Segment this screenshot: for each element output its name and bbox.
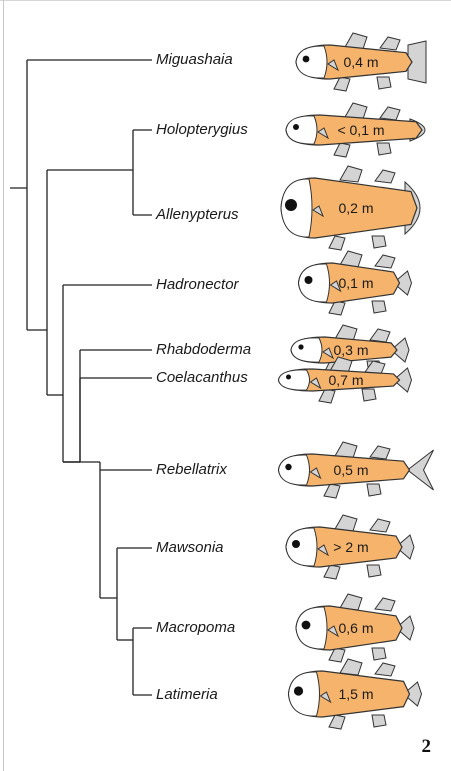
fish-size-label: > 2 m — [333, 539, 368, 555]
fish-eye-icon — [285, 199, 297, 211]
dorsal-fin-icon — [375, 170, 395, 183]
fish-size-label: < 0,1 m — [337, 122, 384, 138]
pelvic-fin-icon — [329, 236, 345, 250]
fish-eye-icon — [305, 276, 313, 284]
dorsal-fin-icon — [380, 37, 400, 50]
fish-eye-icon — [302, 621, 311, 630]
fish-coelacanthus: 0,7 m — [279, 357, 412, 403]
fish-head-icon — [279, 455, 310, 485]
dorsal-fin-icon — [380, 107, 400, 120]
fish-eye-icon — [293, 124, 299, 130]
fish-eye-icon — [292, 540, 300, 548]
panel-label: 2 — [422, 736, 432, 758]
fish-size-label: 0,5 m — [333, 462, 368, 478]
fish-size-label: 0,7 m — [328, 372, 363, 388]
fish-size-label: 0,1 m — [338, 275, 373, 291]
dorsal-fin-icon — [340, 659, 362, 675]
fish-head-icon — [291, 338, 322, 362]
anal-fin-icon — [362, 389, 376, 401]
pelvic-fin-icon — [319, 389, 335, 403]
anal-fin-icon — [377, 77, 391, 89]
fish-head-icon — [286, 116, 317, 144]
anal-fin-icon — [377, 143, 391, 155]
dorsal-fin-icon — [370, 519, 390, 532]
pelvic-fin-icon — [334, 77, 350, 91]
fish-head-icon — [299, 264, 330, 302]
fish-mawsonia: > 2 m — [286, 515, 414, 579]
fish-eye-icon — [294, 686, 303, 695]
fish-rebellatrix: 0,5 m — [279, 442, 434, 498]
fish-head-icon — [296, 607, 327, 649]
fish-eye-icon — [286, 375, 291, 380]
dorsal-fin-icon — [370, 446, 390, 459]
fish-hadronector: 0,1 m — [299, 251, 412, 315]
pelvic-fin-icon — [329, 715, 345, 729]
anal-fin-icon — [367, 484, 381, 496]
fish-allenypterus: 0,2 m — [281, 166, 420, 250]
fish-head-icon — [296, 46, 327, 78]
pelvic-fin-icon — [324, 484, 340, 498]
anal-fin-icon — [367, 565, 381, 577]
anal-fin-icon — [372, 301, 386, 313]
anal-fin-icon — [372, 648, 386, 660]
fish-size-label: 0,6 m — [338, 620, 373, 636]
pelvic-fin-icon — [334, 143, 350, 157]
fish-holopterygius: < 0,1 m — [286, 103, 425, 157]
fish-eye-icon — [303, 56, 310, 63]
anal-fin-icon — [372, 236, 386, 248]
dorsal-fin-icon — [340, 166, 362, 182]
fish-head-icon — [279, 370, 310, 390]
fish-macropoma: 0,6 m — [296, 594, 414, 662]
fish-size-label: 0,4 m — [343, 54, 378, 70]
fish-size-label: 1,5 m — [338, 686, 373, 702]
fish-miguashaia: 0,4 m — [296, 33, 426, 91]
anal-fin-icon — [372, 715, 386, 727]
dorsal-fin-icon — [375, 663, 395, 676]
fish-latimeria: 1,5 m — [289, 659, 422, 729]
dorsal-fin-icon — [375, 255, 395, 268]
dorsal-fin-icon — [375, 598, 395, 611]
fish-eye-icon — [298, 344, 303, 349]
pelvic-fin-icon — [324, 565, 340, 579]
fish-size-label: 0,2 m — [338, 200, 373, 216]
fish-head-icon — [281, 179, 312, 237]
fish-head-icon — [286, 528, 317, 566]
fish-size-label: 0,3 m — [333, 342, 368, 358]
fish-eye-icon — [285, 464, 291, 470]
fish-head-icon — [289, 672, 320, 716]
dorsal-fin-icon — [370, 329, 390, 342]
tail-fin-icon — [408, 450, 434, 490]
